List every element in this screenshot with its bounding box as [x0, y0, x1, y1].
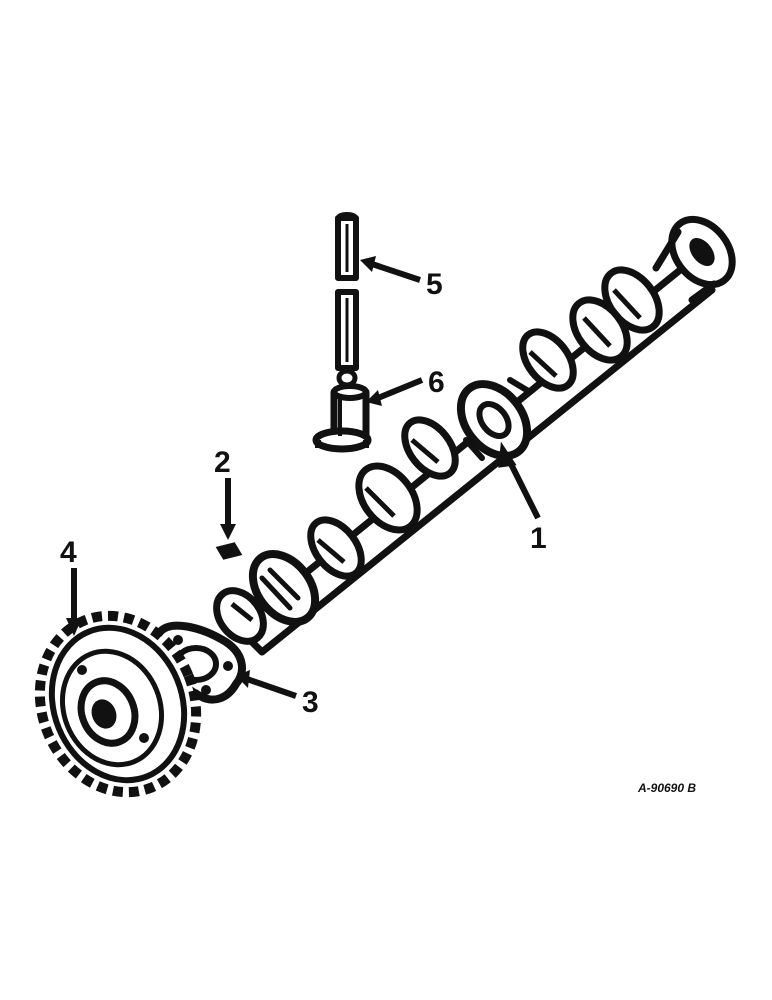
camshaft-lobe: [355, 462, 421, 534]
camshaft-lobe: [569, 296, 631, 364]
woodruff-key: [215, 542, 243, 560]
leader-lines: [66, 256, 541, 699]
camshaft-rear-journal: [652, 215, 736, 304]
callout-1: 1: [530, 522, 547, 555]
camshaft-lobe: [519, 328, 577, 392]
leader-line-5: [360, 256, 421, 283]
camshaft-nose: [213, 587, 267, 645]
leader-line-4: [66, 568, 82, 636]
leader-line-6: [366, 377, 424, 406]
callout-5: 5: [426, 268, 443, 301]
callout-2: 2: [214, 446, 231, 479]
camshaft-center-journal: [456, 377, 533, 461]
callout-3: 3: [302, 686, 319, 719]
figure-reference-code: A-90690 B: [637, 781, 696, 795]
camshaft-front-journal: [248, 550, 320, 626]
leader-line-1: [498, 441, 541, 520]
push-rod: [335, 212, 359, 388]
camshaft-lobe: [401, 416, 459, 480]
callout-4: 4: [60, 536, 77, 569]
camshaft: [213, 215, 736, 656]
camshaft-gear: [34, 610, 202, 798]
valve-lifter: [312, 383, 372, 453]
camshaft-lobe: [307, 516, 365, 580]
leader-line-3: [236, 670, 297, 699]
callout-6: 6: [428, 366, 445, 399]
leader-line-2: [220, 478, 236, 540]
